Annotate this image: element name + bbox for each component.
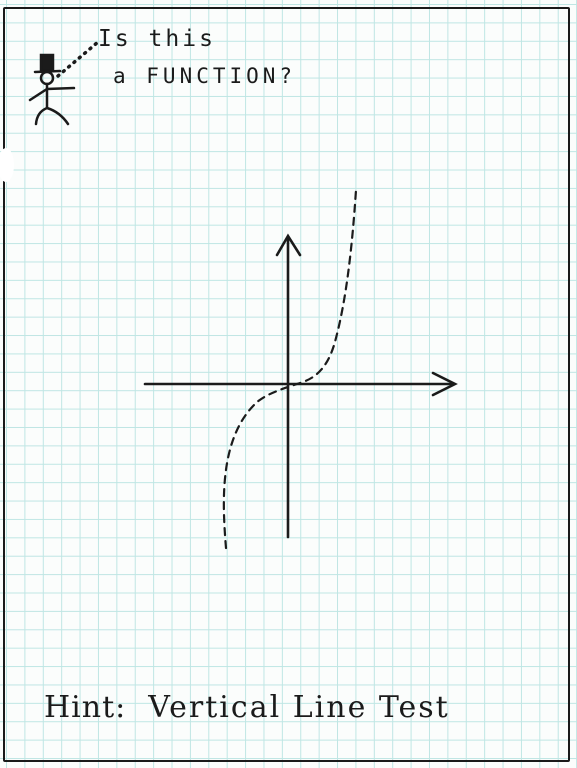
question-line-1: Is this — [98, 26, 216, 52]
stick-figure-icon — [28, 53, 76, 126]
y-axis-arrow-icon — [275, 233, 302, 257]
dashed-curve — [222, 188, 358, 550]
paper-tear — [0, 148, 14, 182]
x-axis-arrow-icon — [431, 371, 458, 397]
hand-drawn-border — [3, 7, 570, 762]
question-line-2: a FUNCTION? — [113, 64, 297, 88]
speech-dotted-line — [56, 40, 100, 78]
hint-body: Vertical Line Test — [148, 690, 450, 725]
hint-text: Hint: Vertical Line Test — [44, 690, 450, 725]
hint-label: Hint: — [44, 690, 127, 725]
axes — [143, 233, 458, 539]
